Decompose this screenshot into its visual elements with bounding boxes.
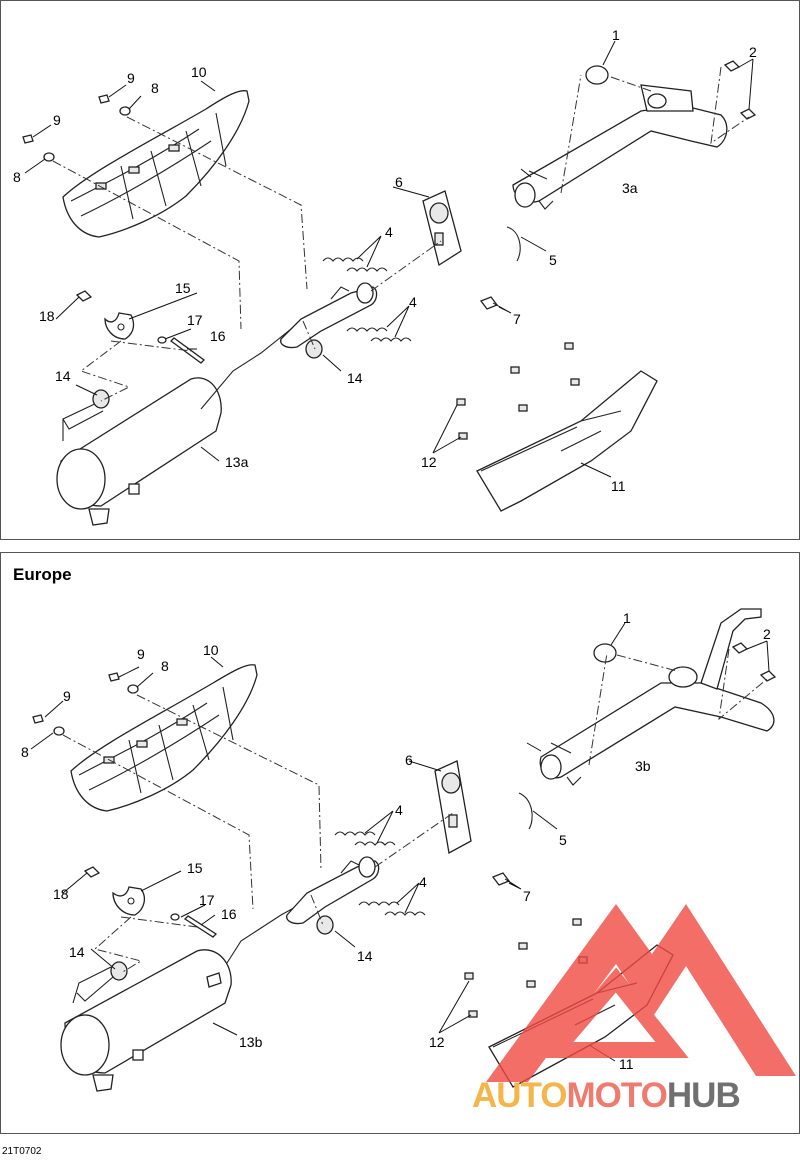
watermark-word-auto: AUTO: [472, 1076, 568, 1115]
rubber-mount-part: [110, 961, 128, 981]
callout-7: 7: [523, 888, 531, 904]
nut-part: [83, 866, 101, 878]
header-pipe-part: [539, 608, 775, 786]
callout-9b: 9: [137, 646, 145, 662]
bracket-part: [104, 312, 135, 340]
callout-8: 8: [21, 744, 29, 760]
callout-4: 4: [385, 224, 393, 240]
callout-9: 9: [53, 112, 61, 128]
callout-2: 2: [763, 626, 771, 642]
callout-14b: 14: [357, 948, 373, 964]
springs-part: [322, 257, 412, 342]
callout-8b: 8: [151, 80, 159, 96]
callout-4b: 4: [409, 294, 417, 310]
callout-3b: 3b: [635, 758, 651, 774]
bracket-part: [112, 886, 146, 916]
exhaust-diagram-top-drawing: 1 2 3a 4 4 5 6 7 8 8 9 9 10 11 12 13a 14…: [13, 27, 757, 526]
header-nut-part-2: [739, 108, 757, 120]
callout-11: 11: [619, 1056, 634, 1072]
callout-1: 1: [612, 27, 620, 43]
muffler-part: [60, 892, 322, 1092]
callout-18: 18: [39, 308, 55, 324]
watermark-text: AUTOMOTOHUB: [472, 1076, 741, 1116]
header-nut-part: [723, 60, 741, 72]
callout-10: 10: [203, 642, 219, 658]
washer-part-8b: [127, 684, 139, 694]
lower-guard-part: [476, 370, 658, 512]
callout-17: 17: [187, 312, 203, 328]
washer-part: [157, 336, 167, 344]
callout-3a: 3a: [622, 180, 638, 196]
heat-shield-part: [62, 90, 250, 238]
callout-14: 14: [55, 368, 71, 384]
callout-8: 8: [13, 169, 21, 185]
callout-15: 15: [175, 280, 191, 296]
figure-code: 21T0702: [2, 1146, 42, 1157]
watermark-word-hub: HUB: [666, 1076, 741, 1115]
callout-4: 4: [395, 802, 403, 818]
nut-part: [75, 290, 93, 302]
support-plate-part: [434, 760, 472, 855]
callout-16: 16: [210, 328, 226, 344]
callout-8b: 8: [161, 658, 169, 674]
watermark-word-moto: MOTO: [566, 1076, 668, 1115]
bolt-part-9: [22, 134, 34, 144]
callout-9: 9: [63, 688, 71, 704]
callout-18: 18: [53, 886, 69, 902]
washer-part: [170, 913, 180, 921]
gasket-part: [585, 65, 609, 85]
callout-11: 11: [611, 478, 626, 494]
gasket-part: [593, 643, 617, 663]
callout-4b: 4: [419, 874, 427, 890]
callout-5: 5: [549, 252, 557, 268]
callout-14: 14: [69, 944, 85, 960]
muffler-inlet-pipe-part: [280, 282, 378, 349]
washer-part-8b: [119, 106, 131, 116]
exhaust-diagram-top: 1 2 3a 4 4 5 6 7 8 8 9 9 10 11 12 13a 14…: [0, 0, 800, 540]
header-nut-part: [731, 642, 749, 654]
callout-5: 5: [559, 832, 567, 848]
callout-12: 12: [429, 1034, 445, 1050]
muffler-inlet-pipe-part: [286, 856, 380, 925]
region-title: Europe: [13, 565, 72, 584]
flange-nut-part: [491, 872, 511, 886]
flange-nut-part: [479, 296, 499, 310]
callout-13a: 13a: [225, 454, 249, 470]
hose-part: [518, 792, 533, 830]
callout-7: 7: [513, 311, 521, 327]
header-pipe-part: [512, 84, 728, 210]
callout-10: 10: [191, 64, 207, 80]
rubber-mount-part-2: [316, 915, 334, 935]
callout-1: 1: [623, 610, 631, 626]
callout-9b: 9: [127, 70, 135, 86]
bolt-part: [170, 337, 205, 364]
callout-14b: 14: [347, 370, 363, 386]
support-plate-part: [422, 190, 462, 267]
callout-6: 6: [405, 752, 413, 768]
rubber-mount-part: [92, 389, 110, 409]
rubber-mount-part-2: [305, 339, 323, 359]
callout-12: 12: [421, 454, 437, 470]
bolt-part-9b: [98, 94, 110, 104]
clips-part: [456, 342, 580, 440]
header-nut-part-2: [759, 670, 777, 682]
bolt-part-9b: [108, 672, 120, 682]
bolt-part: [183, 915, 218, 938]
callout-6: 6: [395, 174, 403, 190]
muffler-part: [56, 320, 302, 526]
bolt-part-9: [32, 714, 44, 724]
springs-part: [334, 831, 426, 916]
callout-2: 2: [749, 44, 757, 60]
watermark-logo-icon: [486, 904, 796, 1082]
washer-part-8: [53, 726, 65, 736]
hose-part: [506, 226, 521, 262]
washer-part-8: [43, 152, 55, 162]
callout-17: 17: [199, 892, 215, 908]
callout-15: 15: [187, 860, 203, 876]
callout-13b: 13b: [239, 1034, 263, 1050]
callout-16: 16: [221, 906, 237, 922]
